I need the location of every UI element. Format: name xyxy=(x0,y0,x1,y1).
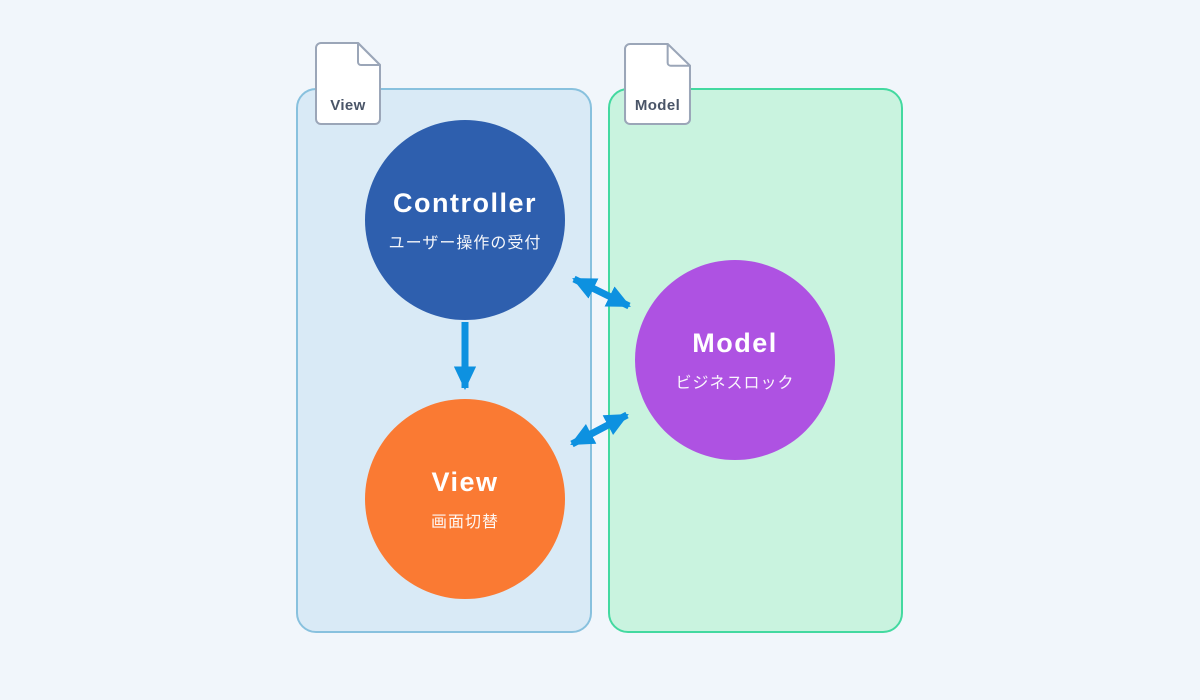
document-icon xyxy=(624,43,691,125)
view-file-tag: View xyxy=(315,42,381,125)
controller-subtitle: ユーザー操作の受付 xyxy=(388,234,542,252)
model-file-label: Model xyxy=(634,97,681,114)
view-node: View 画面切替 xyxy=(365,399,565,599)
document-icon xyxy=(315,42,381,125)
model-node: Model ビジネスロック xyxy=(635,260,835,460)
view-subtitle: 画面切替 xyxy=(430,513,499,531)
controller-title: Controller xyxy=(392,187,537,218)
view-file-label: View xyxy=(330,97,366,114)
model-subtitle: ビジネスロック xyxy=(675,374,795,392)
view-title: View xyxy=(431,466,499,497)
model-file-tag: Model xyxy=(624,43,691,125)
model-title: Model xyxy=(692,327,778,358)
controller-node: Controller ユーザー操作の受付 xyxy=(365,120,565,320)
